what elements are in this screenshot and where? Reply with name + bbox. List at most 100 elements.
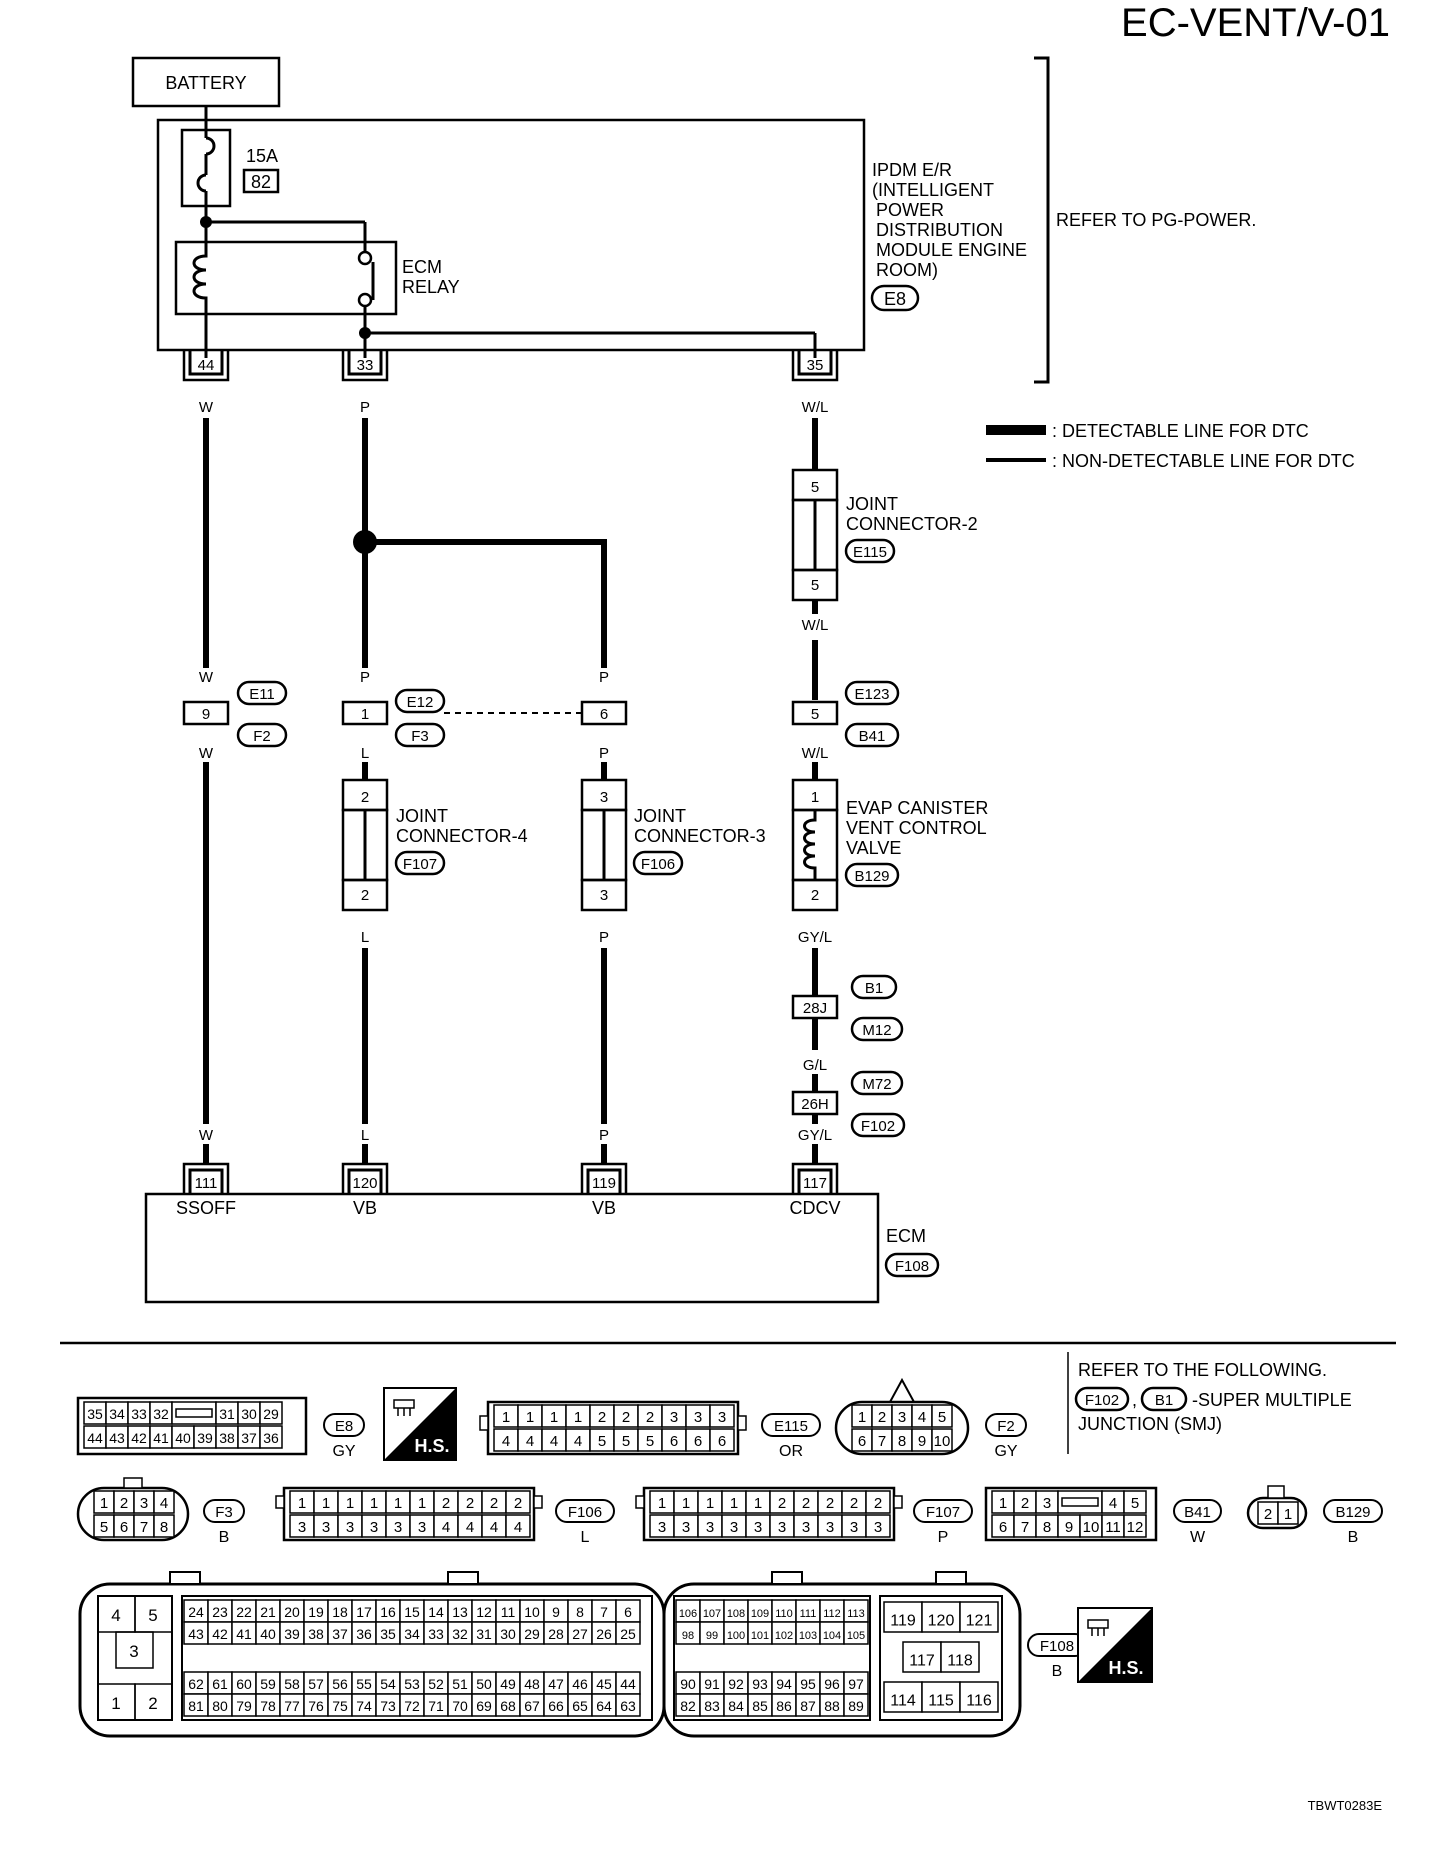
evap-label-3: VALVE [846,838,901,858]
pin-label: 1 [858,1409,866,1426]
pin-label: 7 [878,1433,886,1450]
pin-label: 10 [934,1433,951,1450]
ecm-signal-cdcv: CDCV [789,1198,840,1218]
pin-label: 103 [799,1630,817,1642]
pin-label: 1 [682,1495,690,1512]
pin-label: 2 [514,1495,522,1512]
pin-label: 3 [754,1519,762,1536]
svg-text:2: 2 [811,887,819,904]
pin-cell [940,1641,980,1673]
pin-label: 3 [730,1519,738,1536]
wire-color-gyl-1: GY/L [798,929,832,946]
pin-label: 4 [574,1433,582,1450]
ipdm-label-3: POWER [876,200,944,220]
inline-connector-9: 9 [182,700,230,726]
ecm-relay-box [174,240,398,316]
ipdm-label-2: (INTELLIGENT [872,180,994,200]
inline-connector-1: 1 [341,700,389,726]
page-title: EC-VENT/V-01 [1121,1,1390,45]
svg-text:119: 119 [592,1175,616,1192]
pin-label: 64 [596,1698,612,1714]
pin-label: 52 [428,1676,444,1692]
connector-badge-f3: F3B [203,1499,245,1546]
pin-label: 5 [1131,1495,1139,1512]
wire-color-wl-1: W/L [802,399,829,416]
pin-label: 46 [572,1676,588,1692]
pin-label: 4 [550,1433,558,1450]
pin-cell [1123,1490,1147,1514]
svg-text:5: 5 [811,577,819,594]
pin-label: 1 [322,1495,330,1512]
pin-label: 82 [680,1698,696,1714]
pin-label: 72 [404,1698,420,1714]
inline-c2-bottom: F3 [411,728,429,745]
pin-label: 1 [394,1495,402,1512]
pin-label: 2 [622,1409,630,1426]
pin-label: 2 [1021,1495,1029,1512]
wire-color-w-1: W [199,399,214,416]
inline-c5-top: B1 [865,980,883,997]
pin-label: 78 [260,1698,276,1714]
pin-label: 29 [524,1626,540,1642]
pin-label: 7 [600,1604,608,1620]
ecm-terminal-117: 117 [791,1162,839,1194]
pin-label: 7 [1021,1519,1029,1536]
pin-label: 3 [1043,1495,1051,1512]
pin-cell [153,1514,175,1538]
pin-label: 109 [751,1608,769,1620]
pin-label: 75 [332,1698,348,1714]
pin-label: 110 [775,1608,793,1620]
pin-label: 1 [100,1495,108,1512]
pin-label: 1 [706,1495,714,1512]
pin-label: 5 [100,1519,108,1536]
pin-label: 106 [679,1608,697,1620]
connector-color: P [938,1529,949,1546]
pin-label: 9 [918,1433,926,1450]
ecm-connector: F108 [895,1258,929,1275]
pin-cell [171,1401,217,1425]
pin-label: 5 [622,1433,630,1450]
pin-label: 80 [212,1698,228,1714]
pin-label: 16 [380,1604,396,1620]
ecm-terminal-111: 111 [182,1162,230,1194]
pin-label: 88 [824,1698,840,1714]
connector-id: F106 [568,1504,602,1521]
inline-c6-top: M72 [862,1076,891,1093]
svg-text:,: , [1132,1390,1137,1410]
wire-color-w-2: W [199,669,214,686]
pin-label: 3 [394,1519,402,1536]
pin-label: 3 [322,1519,330,1536]
pin-label: 95 [800,1676,816,1692]
ecm-terminal-119: 119 [580,1162,628,1194]
pin-label: 98 [682,1630,694,1642]
joint-connector-4: 2 2 [341,778,389,912]
pin-label: 2 [878,1409,886,1426]
svg-text:5: 5 [811,479,819,496]
pin-label: 3 [874,1519,882,1536]
pin-label: 2 [148,1694,157,1713]
pin-label: 20 [284,1604,300,1620]
pin-label: 1 [730,1495,738,1512]
pin-label: 33 [428,1626,444,1642]
relay-coil-icon [192,242,208,314]
pin-label: 8 [160,1519,168,1536]
pin-label: 34 [404,1626,420,1642]
pin-label: 3 [129,1642,138,1661]
pin-label: 36 [356,1626,372,1642]
pin-label: 49 [500,1676,516,1692]
ipdm-label-5: MODULE ENGINE [876,240,1027,260]
pin-label: 55 [356,1676,372,1692]
refer-bracket [1034,56,1050,384]
inline-c4-bottom: B41 [859,728,886,745]
pin-label: 4 [160,1495,168,1512]
pin-label: 4 [514,1519,522,1536]
inline-c6-bottom: F102 [861,1118,895,1135]
pin-label: 6 [718,1433,726,1450]
